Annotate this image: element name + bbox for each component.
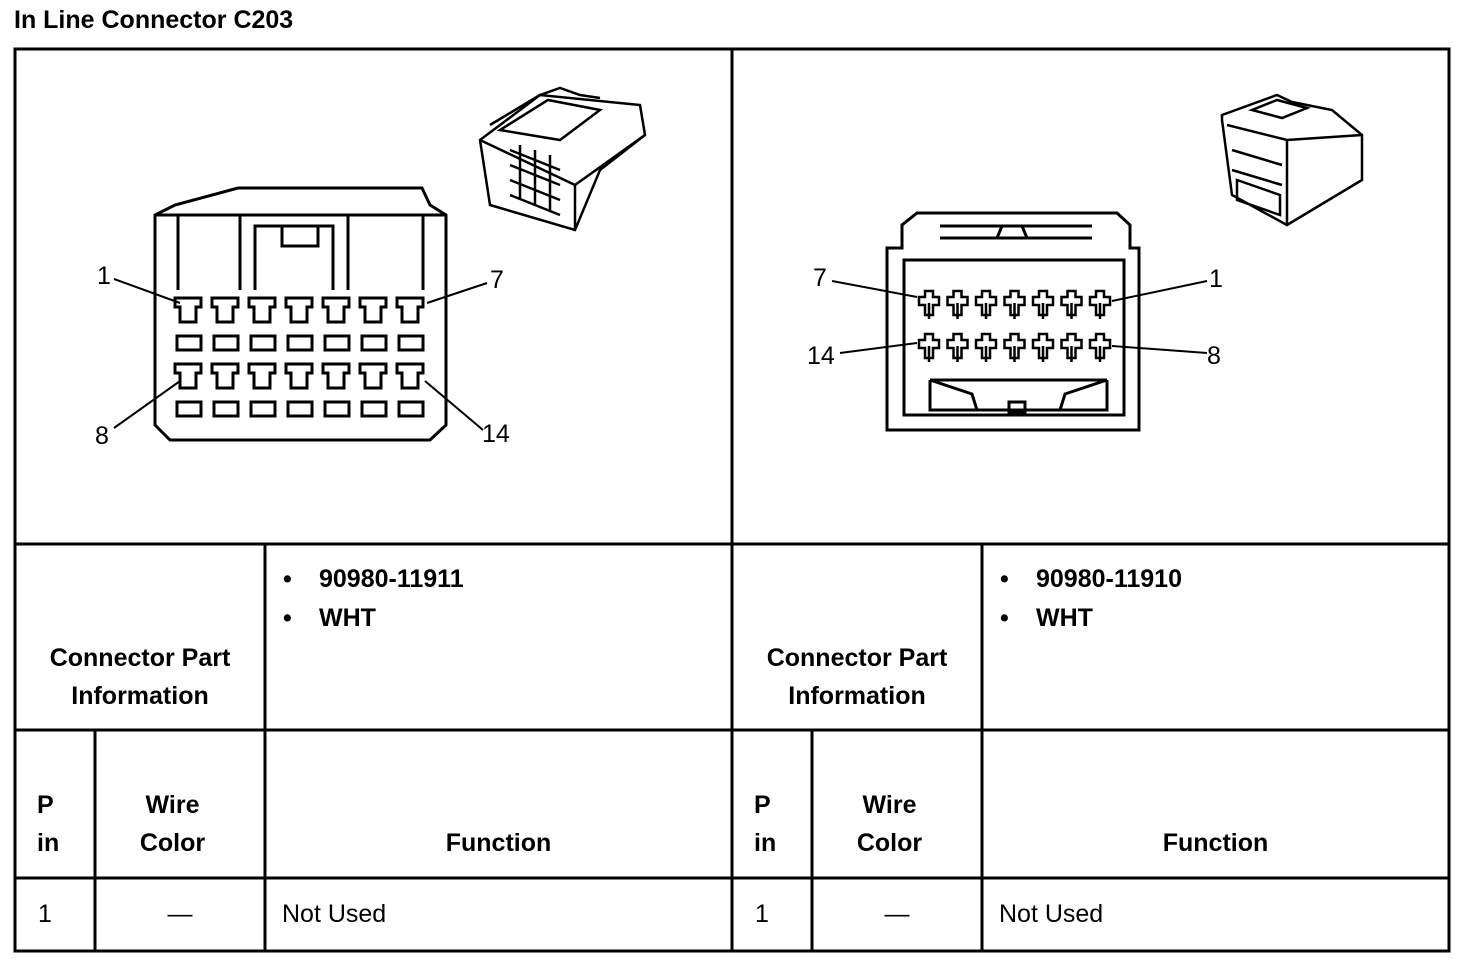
right-pin-terminal	[1031, 332, 1055, 362]
right-part-color: •WHT	[1000, 604, 1093, 632]
right-pin-terminal	[917, 289, 941, 319]
left-pin-label-1: 1	[97, 262, 111, 290]
left-connector-thumbnail	[478, 86, 647, 232]
left-pin-cavity	[210, 296, 240, 352]
left-row-pin: 1	[38, 900, 52, 928]
right-pin-terminal	[1060, 332, 1083, 362]
right-pin-label-7: 7	[813, 264, 827, 292]
left-pin-lock	[212, 400, 240, 418]
page-title: In Line Connector C203	[14, 6, 294, 34]
right-pin-terminal	[974, 332, 998, 362]
left-pin-cavity	[173, 362, 203, 418]
left-header-function: Function	[445, 829, 552, 857]
right-connector-face	[885, 211, 1141, 432]
right-connector-diagram	[831, 93, 1364, 432]
right-pin-terminal	[1088, 289, 1112, 319]
right-pin-terminal	[1003, 289, 1026, 319]
right-pin-label-14: 14	[807, 342, 835, 370]
left-pin-cavity	[173, 296, 203, 352]
right-pin-terminal	[1060, 289, 1083, 319]
left-pin-cavity	[321, 362, 351, 418]
left-pin-cavity	[321, 296, 351, 352]
left-row-wire-color: —	[167, 900, 193, 928]
left-pin-lock	[286, 400, 314, 418]
left-connector-face	[153, 186, 448, 442]
right-pin-label-1: 1	[1209, 265, 1223, 293]
left-pin-lock	[249, 334, 277, 352]
left-row-function: Not Used	[282, 900, 387, 928]
right-pin-terminal	[974, 289, 998, 319]
left-pin-lock	[286, 334, 314, 352]
left-leader-lines	[113, 278, 488, 431]
left-pin-label-8: 8	[95, 422, 109, 450]
left-pin-cavity	[210, 362, 240, 418]
right-pin-terminal	[1003, 332, 1026, 362]
left-pin-lock	[397, 400, 425, 418]
left-pin-cavity	[395, 362, 425, 418]
left-pin-cavity	[395, 296, 425, 352]
left-pin-lock	[323, 334, 351, 352]
left-part-number: •90980-11911	[283, 565, 464, 593]
right-part-number: •90980-11910	[1000, 565, 1182, 593]
left-pin-lock	[212, 334, 240, 352]
right-pin-terminal	[917, 332, 941, 362]
left-pin-label-7: 7	[490, 266, 504, 294]
left-pin-lock	[249, 400, 277, 418]
right-row-wire-color: —	[884, 900, 910, 928]
left-pin-lock	[175, 334, 203, 352]
left-pin-cavity	[284, 362, 314, 418]
right-header-function: Function	[1162, 829, 1269, 857]
left-pin-lock	[323, 400, 351, 418]
right-pin-terminal	[1088, 332, 1112, 362]
right-row-function: Not Used	[999, 900, 1104, 928]
right-connector-thumbnail	[1220, 93, 1364, 227]
left-pin-cavity	[247, 296, 277, 352]
right-row-pin: 1	[755, 900, 769, 928]
right-leader-lines	[831, 280, 1208, 354]
right-pin-terminal	[1031, 289, 1055, 319]
left-pin-cavity	[358, 362, 388, 418]
left-part-color: •WHT	[283, 604, 376, 632]
left-pin-cavity	[358, 296, 388, 352]
left-pin-lock	[175, 400, 203, 418]
left-connector-diagram	[113, 86, 647, 442]
right-pin-label-8: 8	[1207, 342, 1221, 370]
right-pin-terminal	[946, 289, 969, 319]
left-pin-lock	[360, 334, 388, 352]
left-pin-label-14: 14	[482, 420, 510, 448]
right-pin-terminal	[946, 332, 969, 362]
left-pin-lock	[397, 334, 425, 352]
left-pin-cavity	[247, 362, 277, 418]
left-pin-cavity	[284, 296, 314, 352]
left-pin-lock	[360, 400, 388, 418]
